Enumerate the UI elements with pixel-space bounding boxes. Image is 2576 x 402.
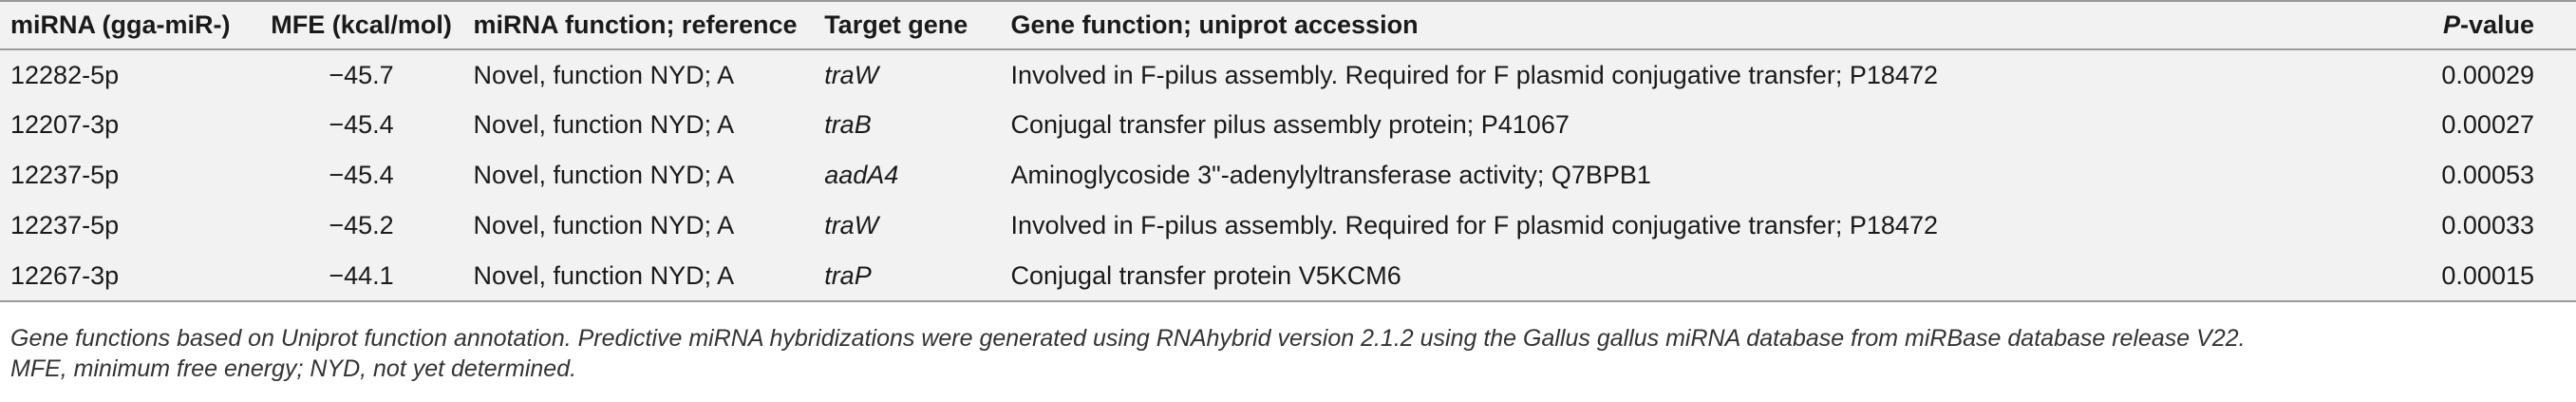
cell-p-value: 0.00053: [2441, 161, 2534, 189]
cell-gene-function: Involved in F-pilus assembly. Required f…: [1010, 60, 1938, 89]
footnote-line-2: MFE, minimum free energy; NYD, not yet d…: [10, 355, 577, 382]
cell-mirna: 12282-5p: [10, 60, 120, 89]
table-header-row: miRNA (gga-miR-) MFE (kcal/mol) miRNA fu…: [0, 0, 2576, 50]
cell-gene-function: Involved in F-pilus assembly. Required f…: [1010, 211, 1938, 239]
cell-mirna: 12237-5p: [10, 161, 120, 189]
cell-mfe: −45.4: [329, 110, 394, 139]
header-p-suffix: -value: [2459, 10, 2534, 39]
table-row: 12282-5p −45.7 Novel, function NYD; A tr…: [0, 49, 2576, 100]
cell-mfe: −44.1: [249, 251, 474, 302]
table-footnote: Gene functions based on Uniprot function…: [10, 323, 2555, 384]
cell-mirna: 12267-3p: [0, 251, 250, 302]
cell-mfe: −45.7: [329, 60, 394, 89]
header-gene-function: Gene function; uniprot accession: [1010, 0, 2319, 50]
cell-target-gene: aadA4: [824, 161, 899, 189]
header-mfe: MFE (kcal/mol): [249, 0, 474, 50]
header-p-letter: P: [2442, 10, 2460, 39]
cell-gene-function: Conjugal transfer pilus assembly protein…: [1010, 110, 1570, 139]
cell-mfe: −45.2: [329, 211, 394, 239]
cell-mirna-function: Novel, function NYD; A: [473, 251, 825, 302]
cell-mirna-function: Novel, function NYD; A: [473, 161, 735, 189]
table-row: 12267-3p −44.1 Novel, function NYD; A tr…: [0, 251, 2576, 302]
header-mirna-function: miRNA function; reference: [473, 0, 825, 50]
cell-mirna-function: Novel, function NYD; A: [473, 110, 735, 139]
cell-mirna-function: Novel, function NYD; A: [473, 60, 735, 89]
table-row: 12237-5p −45.2 Novel, function NYD; A tr…: [0, 201, 2576, 251]
cell-mirna-function: Novel, function NYD; A: [473, 211, 735, 239]
cell-target-gene: traW: [824, 211, 879, 239]
cell-gene-function: Aminoglycoside 3"-adenylyltransferase ac…: [1010, 161, 1651, 189]
header-target-gene: Target gene: [824, 0, 1011, 50]
cell-p-value: 0.00015: [2318, 251, 2576, 302]
cell-mirna: 12237-5p: [10, 211, 120, 239]
table-row: 12237-5p −45.4 Novel, function NYD; A aa…: [0, 150, 2576, 201]
results-table: miRNA (gga-miR-) MFE (kcal/mol) miRNA fu…: [0, 0, 2576, 302]
table-row: 12207-3p −45.4 Novel, function NYD; A tr…: [0, 100, 2576, 150]
header-p-value: P-value: [2318, 0, 2576, 50]
cell-p-value: 0.00033: [2441, 211, 2534, 239]
cell-gene-function: Conjugal transfer protein V5KCM6: [1010, 251, 2319, 302]
cell-mirna: 12207-3p: [10, 110, 120, 139]
header-mirna: miRNA (gga-miR-): [0, 0, 250, 50]
cell-target-gene: traP: [824, 251, 1011, 302]
cell-mfe: −45.4: [329, 161, 394, 189]
cell-target-gene: traW: [824, 60, 879, 89]
cell-p-value: 0.00027: [2441, 110, 2534, 139]
footnote-line-1: Gene functions based on Uniprot function…: [10, 325, 2246, 352]
cell-target-gene: traB: [824, 110, 872, 139]
cell-p-value: 0.00029: [2441, 60, 2534, 89]
